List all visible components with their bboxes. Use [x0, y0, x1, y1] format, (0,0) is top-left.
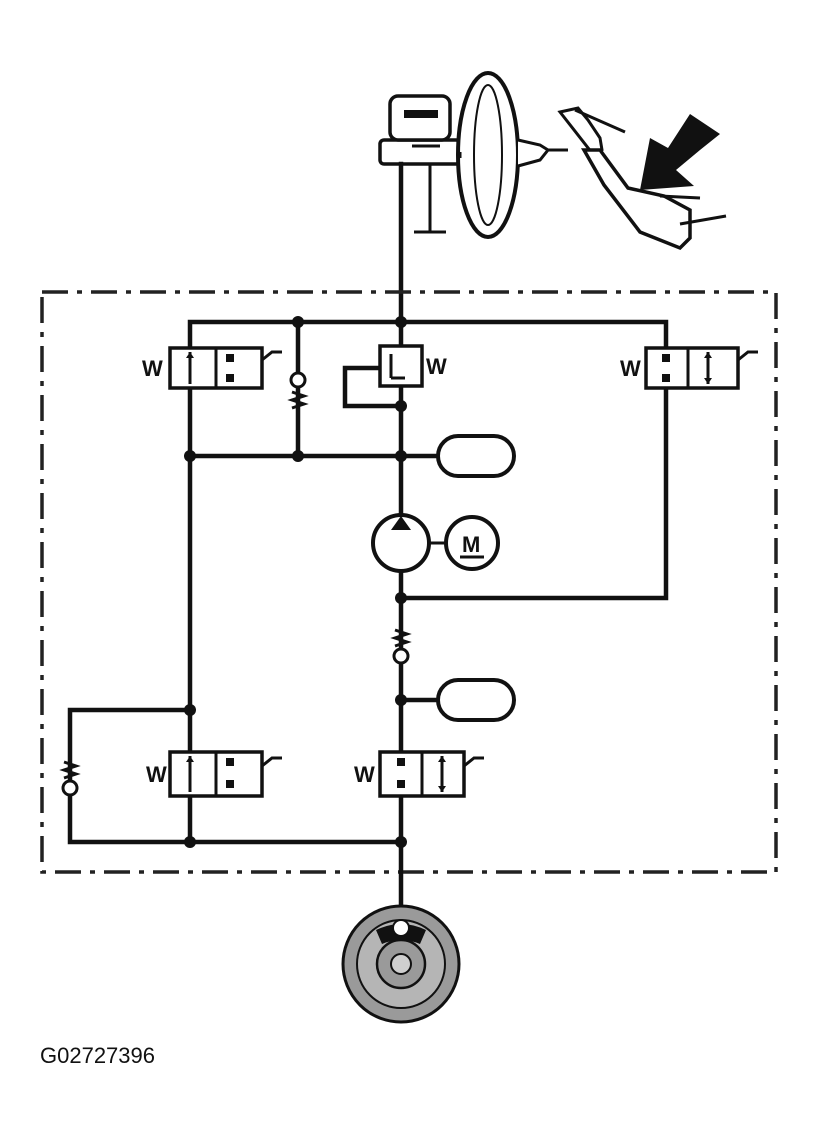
separation-valve-center: W [378, 344, 447, 388]
accumulator-icon [436, 434, 516, 478]
figure-id: G02727396 [40, 1043, 155, 1068]
valve-coil-label: W [426, 354, 447, 379]
wheel-brake-icon [341, 904, 461, 1024]
inlet-valve-top-right: W [620, 346, 758, 390]
motor-icon: M [444, 515, 500, 571]
junction-nodes [184, 316, 407, 848]
pump-icon [371, 513, 446, 573]
brake-booster-icon [456, 71, 568, 239]
check-valve-upper [287, 371, 309, 410]
hydraulic-unit-boundary [40, 290, 778, 874]
motor-label: M [462, 532, 480, 557]
inlet-valve-top-left: W [142, 346, 282, 390]
outlet-valve-bottom-center: W [354, 750, 484, 798]
outlet-valve-bottom-left: W [146, 750, 282, 798]
valve-coil-label: W [146, 762, 167, 787]
arrow-icon [640, 114, 720, 190]
valve-coil-label: W [620, 356, 641, 381]
valve-coil-label: W [142, 356, 163, 381]
hydraulic-lines [67, 319, 669, 933]
valve-coil-label: W [354, 762, 375, 787]
brake-pedal-icon [557, 106, 727, 251]
master-cylinder-icon [378, 94, 462, 234]
accumulator-icon [436, 678, 516, 722]
check-valve-center [390, 628, 412, 665]
check-valve-left [59, 760, 81, 797]
